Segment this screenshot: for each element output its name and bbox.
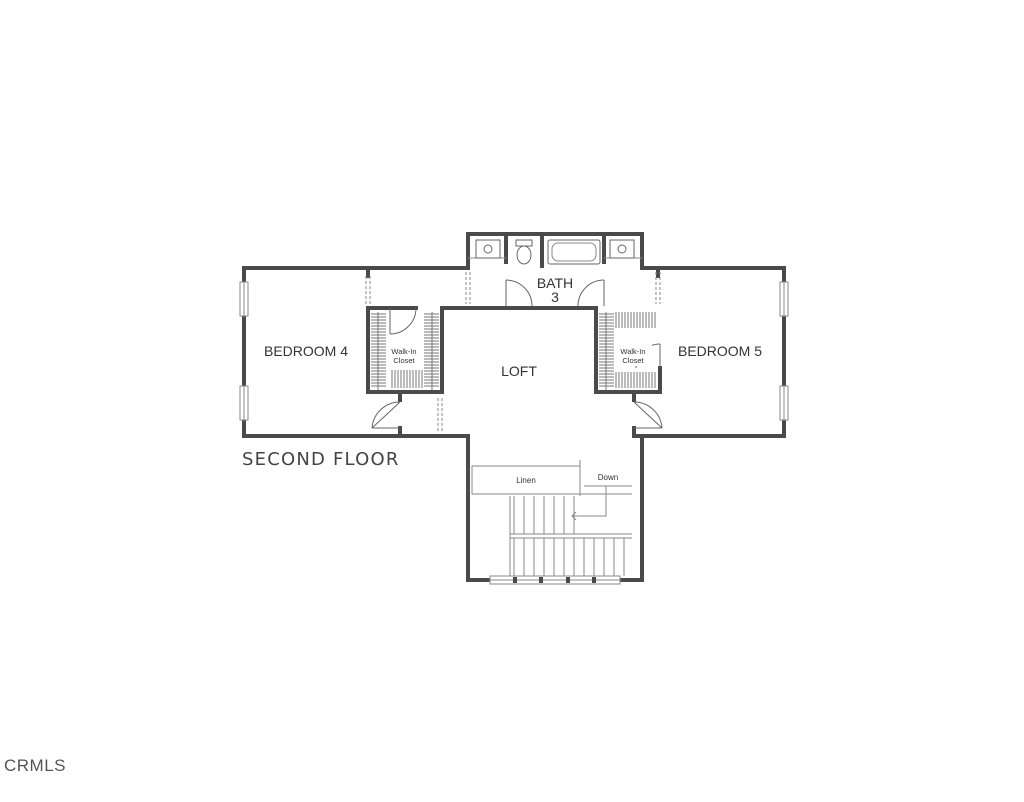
left-closet-label-line2: Closet <box>393 356 415 365</box>
bath-fixtures <box>475 239 635 265</box>
closet-right-hatch <box>599 312 656 390</box>
floor-title: SECOND FLOOR <box>242 449 400 470</box>
linen-and-stairs <box>471 460 632 576</box>
right-closet-label-line2: Closet <box>622 356 644 365</box>
sliding-doors <box>365 272 661 432</box>
bedroom-4-label: BEDROOM 4 <box>264 343 348 359</box>
left-closet-label-line1: Walk-In <box>391 347 416 356</box>
sink-right <box>609 239 635 259</box>
toilet-tank <box>515 239 533 247</box>
windows <box>239 281 789 585</box>
sink-left <box>475 239 501 259</box>
closet-left-hatch <box>371 312 439 390</box>
linen-label: Linen <box>516 476 536 485</box>
stair-down-label: Down <box>598 473 618 482</box>
interior-walls <box>366 234 662 438</box>
toilet-bowl <box>516 245 532 265</box>
watermark-logo: CRMLS <box>4 756 67 775</box>
right-closet-label-line1: Walk-In <box>620 347 645 356</box>
bath-3-label-line1: BATH <box>537 275 573 291</box>
exterior-walls <box>242 232 786 582</box>
labels: BEDROOM 4 BEDROOM 5 LOFT BATH 3 Walk-In … <box>242 275 762 485</box>
bathtub <box>547 239 601 265</box>
bath-3-label-line2: 3 <box>551 289 559 305</box>
loft-label: LOFT <box>501 363 537 379</box>
bedroom-5-label: BEDROOM 5 <box>678 343 762 359</box>
